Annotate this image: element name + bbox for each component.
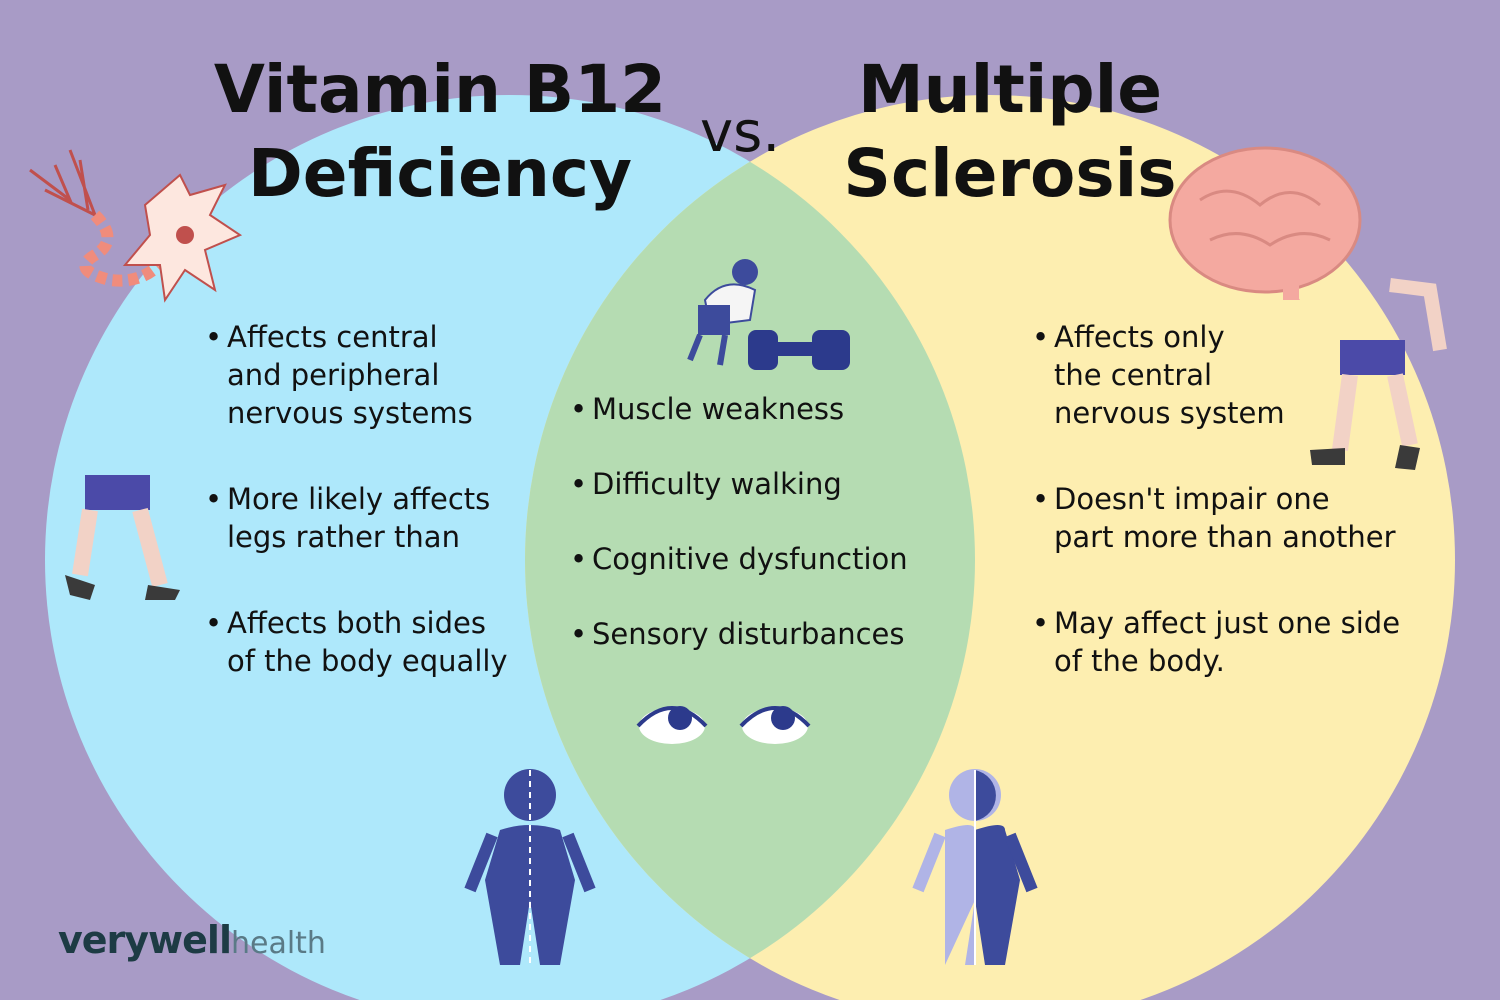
weightlifter-icon (687, 259, 850, 370)
right-list: Affects only the central nervous system … (1032, 318, 1452, 728)
list-item: Affects both sides of the body equally (205, 604, 545, 680)
neuron-icon (29, 149, 243, 303)
list-item: Sensory disturbances (570, 615, 950, 653)
legs-icon-left (65, 475, 180, 600)
list-item: Doesn't impair one part more than anothe… (1032, 480, 1452, 556)
list-item: Cognitive dysfunction (570, 540, 950, 578)
title-right-line1: Multiple (857, 51, 1163, 128)
list-item: May affect just one side of the body. (1032, 604, 1452, 680)
list-item: Muscle weakness (570, 390, 950, 428)
title-right: Multiple Sclerosis (770, 48, 1250, 216)
title-left: Vitamin B12 Deficiency (180, 48, 700, 216)
overlap-region (525, 95, 975, 1000)
middle-list: Muscle weakness Difficulty walking Cogni… (570, 390, 950, 690)
body-figure-right (912, 769, 1038, 965)
eyes-icon (636, 706, 811, 744)
title-right-line2: Sclerosis (843, 135, 1177, 212)
list-item: Difficulty walking (570, 465, 950, 503)
title-left-line2: Deficiency (247, 135, 633, 212)
title-left-line1: Vitamin B12 (213, 51, 667, 128)
left-list: Affects central and peripheral nervous s… (205, 318, 545, 728)
brain-icon (1168, 146, 1362, 300)
title-vs: vs. (700, 100, 781, 165)
brand-logo: verywellhealth (58, 918, 326, 962)
brand-sub: health (230, 926, 326, 961)
list-item: More likely affects legs rather than (205, 480, 545, 556)
list-item: Affects only the central nervous system (1032, 318, 1452, 432)
list-item: Affects central and peripheral nervous s… (205, 318, 545, 432)
brand-main: verywell (58, 918, 232, 962)
body-figure-left (464, 769, 596, 965)
